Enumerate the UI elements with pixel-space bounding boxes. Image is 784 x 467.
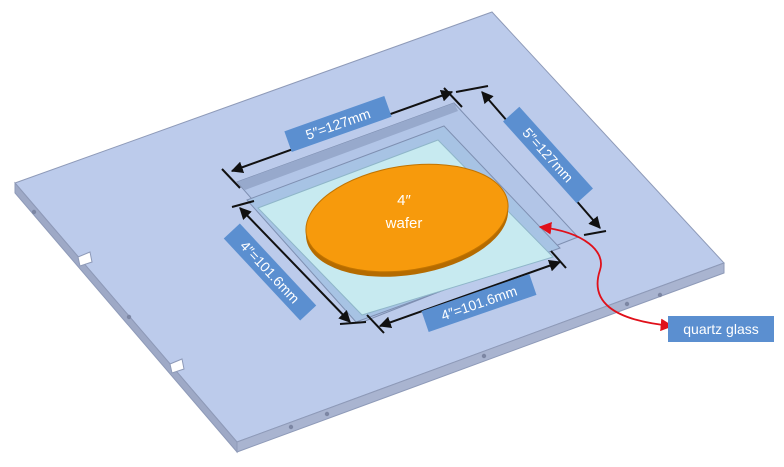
plate-notch-1 <box>77 251 93 267</box>
svg-text:quartz glass: quartz glass <box>683 321 758 337</box>
wafer-word-label: wafer <box>385 215 423 232</box>
plate-notch-2 <box>169 358 185 374</box>
dim-bottom-line <box>378 259 562 329</box>
wafer-size-label: 4″ <box>397 192 411 209</box>
dim-left-ext-bottom <box>339 321 367 325</box>
dim-top-ext-left <box>221 168 241 189</box>
dim-right-ext-top <box>455 85 489 93</box>
dim-left-line <box>239 207 351 323</box>
dim-bottom-ext-left <box>366 314 385 334</box>
quartz-callout-arrow <box>538 221 674 332</box>
dim-left-ext-top <box>231 200 255 208</box>
label-quartz-glass: quartz glass <box>668 316 774 342</box>
